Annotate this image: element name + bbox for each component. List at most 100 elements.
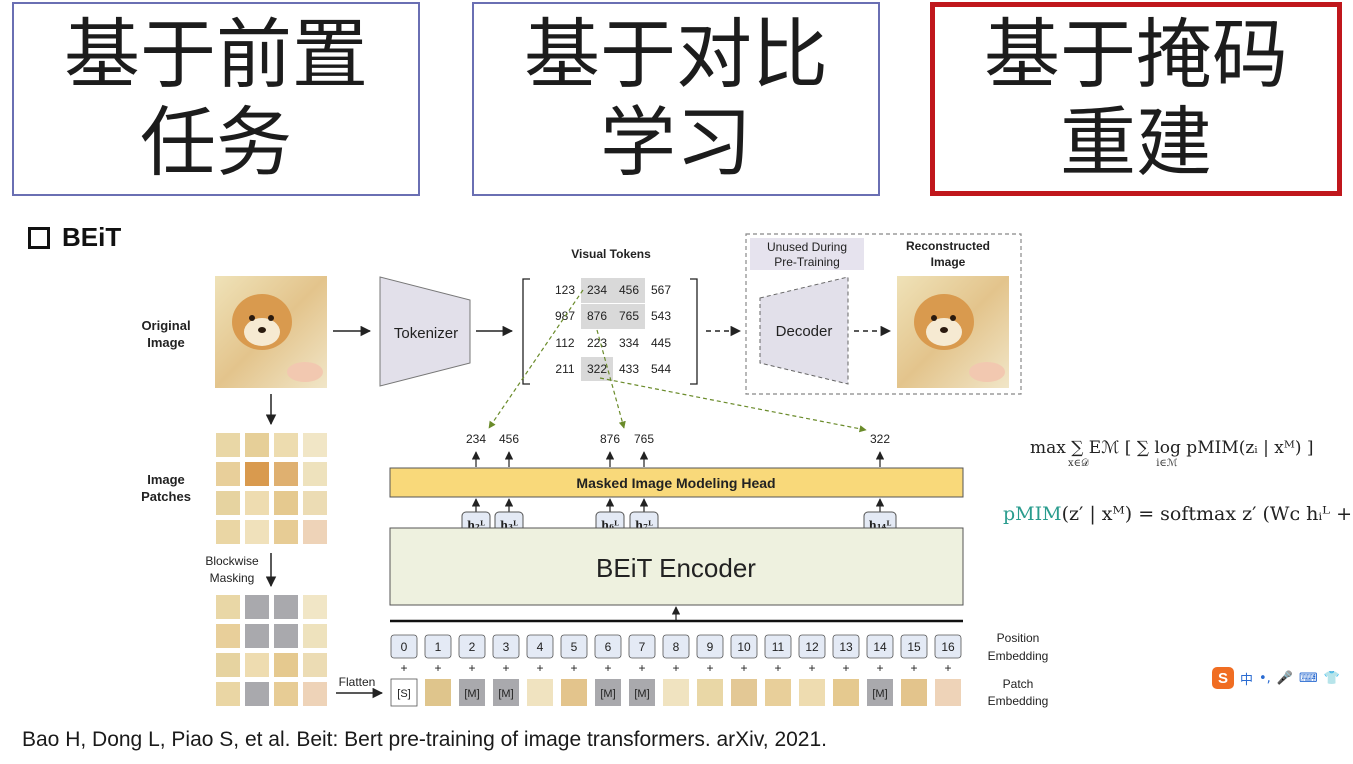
svg-text:+: + (842, 661, 849, 675)
svg-text:+: + (740, 661, 747, 675)
image-patch-grid (216, 433, 327, 544)
original-image (215, 276, 327, 388)
position-index: 8 (673, 640, 680, 654)
position-index: 2 (469, 640, 476, 654)
position-embedding-row: 0 1 2 3 4 5 6 7 8 9 10 11 12 13 14 15 16 (390, 634, 962, 659)
position-index: 3 (503, 640, 510, 654)
position-index: 10 (737, 640, 751, 654)
box2-line1: 基于对比 (524, 10, 828, 99)
token-cell: 543 (651, 309, 671, 323)
svg-text:+: + (672, 661, 679, 675)
token-cell: 112 (555, 336, 574, 350)
svg-text:+: + (400, 661, 407, 675)
svg-text:+: + (468, 661, 475, 675)
patch-embedding-label-2: Embedding (988, 694, 1049, 708)
svg-text:+: + (808, 661, 815, 675)
position-index: 6 (605, 640, 612, 654)
section-title-text: BEiT (62, 222, 122, 252)
objective-subscript: x∈𝒟 i∈ℳ (1068, 458, 1314, 469)
tokenizer-label: Tokenizer (394, 325, 458, 342)
objective-sub-i: i∈ℳ (1156, 458, 1178, 469)
svg-text:+: + (502, 661, 509, 675)
token-cell: 456 (619, 283, 639, 297)
reconstructed-image (897, 276, 1009, 388)
position-index: 5 (571, 640, 578, 654)
position-index: 12 (805, 640, 819, 654)
flatten-label: Flatten (339, 675, 376, 689)
patch-token: [S] (397, 688, 410, 700)
softmax-formula: pMIM(z′ | xᴹ) = softmax z′ (Wᴄ hᵢᴸ + b (1003, 503, 1353, 525)
patch-embedding-label-1: Patch (1003, 677, 1034, 691)
predicted-token: 322 (870, 432, 890, 446)
svg-text:+: + (604, 661, 611, 675)
tokenizer-block (379, 276, 471, 387)
svg-text:+: + (774, 661, 781, 675)
token-cell: 445 (651, 336, 671, 350)
token-grid: 123 234 456 567 987 876 765 543 112 223 … (555, 283, 671, 376)
position-embedding-label-2: Embedding (988, 649, 1049, 663)
predicted-token: 234 (466, 432, 486, 446)
citation: Bao H, Dong L, Piao S, et al. Beit: Bert… (22, 728, 827, 751)
svg-text:+: + (434, 661, 441, 675)
objective-sub-x: x∈𝒟 (1068, 458, 1090, 469)
svg-text:+: + (910, 661, 917, 675)
patch-embedding-row: [S] [M] [M] [M] [M] [M] (390, 678, 961, 707)
category-box-pretext-task: 基于前置 任务 (12, 2, 420, 196)
svg-text:+: + (638, 661, 645, 675)
svg-text:+: + (706, 661, 713, 675)
position-index: 7 (639, 640, 646, 654)
section-title: BEiT (28, 222, 121, 253)
mim-head-label: Masked Image Modeling Head (576, 475, 775, 491)
box3-line2: 重建 (1060, 98, 1212, 187)
svg-text:+: + (944, 661, 951, 675)
svg-text:+: + (536, 661, 543, 675)
microphone-icon[interactable]: 🎤 (1276, 670, 1294, 686)
position-index: 14 (873, 640, 887, 654)
image-patches-label-2: Patches (141, 489, 191, 504)
encoder-label: BEiT Encoder (596, 553, 756, 583)
token-cell: 322 (587, 362, 607, 376)
position-index: 11 (772, 640, 785, 654)
predicted-token: 876 (600, 432, 620, 446)
svg-text:+: + (876, 661, 883, 675)
ime-mode[interactable]: 中 (1240, 672, 1254, 688)
softmax-rhs: (z′ | xᴹ) = softmax z′ (Wᴄ hᵢᴸ + b (1061, 503, 1353, 525)
shirt-icon[interactable]: 👕 (1323, 670, 1340, 686)
patch-token: [M] (634, 688, 649, 700)
patch-token: [M] (872, 688, 887, 700)
predicted-tokens: 234 456 876 765 322 (466, 432, 890, 446)
ime-toolbar[interactable]: S 中 •, 🎤 ⌨ 👕 (1212, 666, 1353, 690)
plus-signs: + + + + + + + + + + + + + + + + + (400, 661, 951, 675)
checkbox-square-icon (28, 226, 50, 249)
mim-head-block (389, 467, 964, 498)
position-index: 4 (537, 640, 544, 654)
predicted-token: 456 (499, 432, 519, 446)
beit-encoder-block (389, 527, 964, 606)
unused-label-1: Unused During (767, 240, 847, 254)
objective-text: max ∑ Eℳ [ ∑ log pMIM(zᵢ | xᴹ) ] (1030, 438, 1314, 458)
keyboard-icon[interactable]: ⌨ (1299, 670, 1318, 686)
mim-objective-formula: max ∑ Eℳ [ ∑ log pMIM(zᵢ | xᴹ) ] x∈𝒟 i∈ℳ (1030, 438, 1314, 469)
token-cell: 211 (555, 362, 574, 376)
unused-label-2: Pre-Training (774, 255, 840, 269)
visual-tokens-title: Visual Tokens (571, 247, 651, 261)
original-image-label-2: Image (147, 335, 185, 350)
position-embedding-label-1: Position (997, 631, 1040, 645)
svg-text:+: + (570, 661, 577, 675)
masked-patch-grid (216, 595, 327, 706)
reconstructed-label-1: Reconstructed (906, 239, 990, 253)
punctuation-icon[interactable]: •, (1259, 670, 1271, 686)
box1-line1: 基于前置 (64, 10, 368, 99)
token-cell: 544 (651, 362, 671, 376)
reconstructed-label-2: Image (931, 255, 966, 269)
patch-token: [M] (464, 688, 479, 700)
token-cell: 123 (555, 283, 575, 297)
position-index: 13 (839, 640, 853, 654)
blockwise-label-1: Blockwise (205, 554, 259, 568)
sogou-logo-icon[interactable]: S (1212, 667, 1234, 689)
token-cell: 765 (619, 309, 639, 323)
original-image-label-1: Original (141, 318, 190, 333)
patch-token: [M] (600, 688, 615, 700)
token-cell: 567 (651, 283, 671, 297)
